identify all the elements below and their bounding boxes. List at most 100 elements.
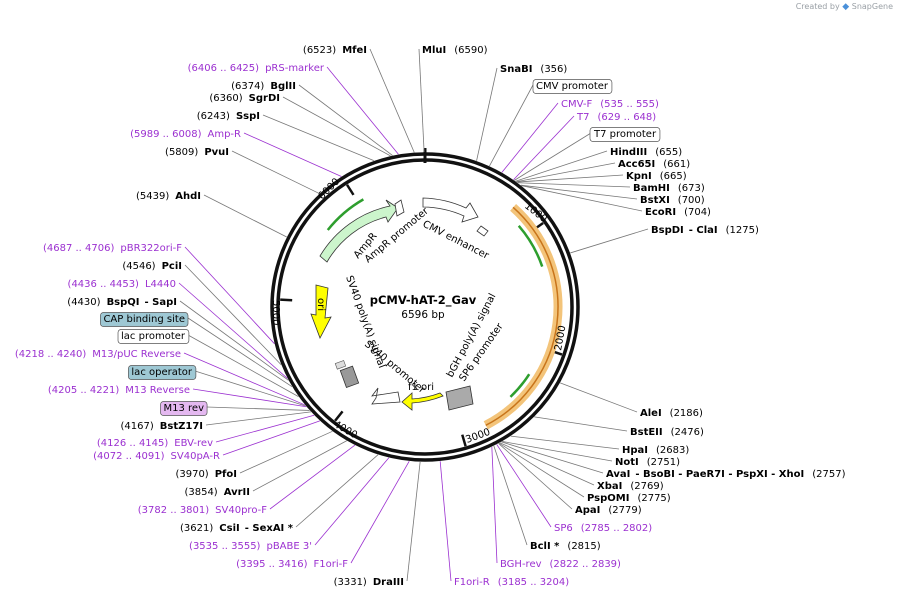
leader-line [205,411,311,426]
leader-line [516,162,616,183]
site-label-14: AleI(2186) [640,408,703,419]
site-label-44: (4546)PciI [122,261,182,272]
leader-line [418,48,425,153]
leader-line [439,461,452,582]
site-label-0: (6523)MfeI [303,45,367,56]
insert-cds-line [485,206,559,426]
site-label-10: BamHI(673) [633,183,705,194]
leader-line [501,441,604,474]
site-label-20: PspOMI(2775) [587,493,671,504]
site-label-8: Acc65I(661) [618,159,690,170]
site-label-36: M13 rev [164,403,205,414]
bgh-polya-box [445,385,474,411]
ampr-promoter-arrow [394,199,405,217]
cmv-promoter-mark [476,225,489,237]
primer-label-4: CMV-F(535 .. 555) [561,99,659,110]
leader-line [295,454,379,528]
feature-label-cmv-enhancer: CMV enhancer [421,219,492,262]
leader-line [203,194,287,238]
primer-label-48: (5989 .. 6008)Amp-R [130,129,241,140]
site-label-32: (3970)PfoI [175,469,237,480]
feature-label-f1-ori: f1 ori [408,382,434,393]
site-label-18: AvaI- BsoBI - PaeR7I - PspXI - XhoI(2757… [606,469,846,480]
leader-line [187,317,293,388]
primer-label-33: (4072 .. 4091)SV40pA-R [93,451,220,462]
site-label-11: BstXI(700) [640,195,705,206]
tick-mark-4000 [334,410,344,422]
primer-arc-2 [509,373,531,398]
insert-cds-arc [483,203,563,430]
leader-line [194,370,306,407]
leader-line [282,96,391,157]
cap-site-mark [334,360,347,370]
site-label-41: CAP binding site [103,314,185,325]
leader-line [179,300,289,381]
plasmid-name: pCMV-hAT-2_Gav [370,293,477,308]
leader-line [314,457,390,546]
leader-line [515,150,608,182]
primer-label-37: (4205 .. 4221)M13 Reverse [48,385,190,396]
leader-line [184,264,282,366]
leader-line [534,416,628,432]
site-label-12: EcoRI(704) [645,207,711,218]
leader-line [502,441,613,462]
ampr-arrow [319,199,399,263]
leader-line [183,352,306,406]
leader-line [239,430,333,474]
tick-label-5000: 5000 [270,300,281,325]
site-label-21: ApaI(2779) [575,505,642,516]
site-label-46: (5439)AhdI [136,191,201,202]
leader-line [499,442,595,486]
primer-label-27: (3395 .. 3416)F1ori-F [236,559,348,570]
f1-ori-arrow [401,392,444,411]
leader-line [369,48,415,153]
leader-line [406,461,421,582]
cmv-enhancer-arrow [422,197,479,223]
leader-line [521,185,643,212]
leader-line [498,443,573,510]
primer-label-22: SP6(2785 .. 2802) [554,523,652,534]
leader-line [215,414,315,443]
snapgene-logo-icon: ◆ [842,2,850,12]
leader-line [269,444,356,510]
leader-line [326,66,399,155]
watermark-prefix: Created by [795,2,840,11]
feature-label-ori: ori [315,298,326,311]
leader-line [517,182,631,188]
site-label-26: (3331)DraIII [334,577,404,588]
primer-label-45: (4687 .. 4706)pBR322ori-F [43,243,182,254]
snapgene-watermark: Created by ◆ SnapGene [796,2,893,12]
tick-mark-3000 [461,434,467,447]
site-label-19: XbaI(2769) [597,481,664,492]
leader-line [476,67,498,161]
feature-box [128,365,197,380]
site-label-29: (3621)CsiI- SexAI * [180,523,294,534]
site-label-15: BstEII(2476) [630,427,704,438]
tick-mark-5000 [280,298,293,302]
site-label-31: (3854)AvrII [184,487,250,498]
watermark-brand: SnapGene [851,2,893,11]
site-label-2: SnaBI(356) [500,64,567,75]
site-label-50: (6360)SgrDI [209,93,280,104]
tick-mark-6000 [345,184,355,196]
site-label-49: (6243)SspI [197,111,260,122]
site-label-42: (4430)BspQI- SapI [67,297,177,308]
leader-line [350,460,410,564]
leader-line [510,435,620,450]
site-label-35: (4167)BstZ17I [120,421,203,432]
site-label-40: lac promoter [121,331,186,342]
leader-line [184,246,275,344]
feature-box [532,79,613,94]
primer-label-24: BGH-rev(2822 .. 2839) [500,559,621,570]
leader-line [489,84,534,167]
leader-line [187,334,299,397]
sv40-promoter-arrow [371,387,401,405]
site-label-9: KpnI(665) [626,171,687,182]
leader-line [262,114,375,162]
plasmid-length: 6596 bp [401,309,445,321]
primer-label-52: (6406 .. 6425)pRS-marker [188,63,325,74]
primer-label-43: (4436 .. 4453)L4440 [68,279,176,290]
site-label-3: CMV promoter [536,81,609,92]
leader-line [192,388,307,408]
site-label-23: BclI *(2815) [530,541,601,552]
